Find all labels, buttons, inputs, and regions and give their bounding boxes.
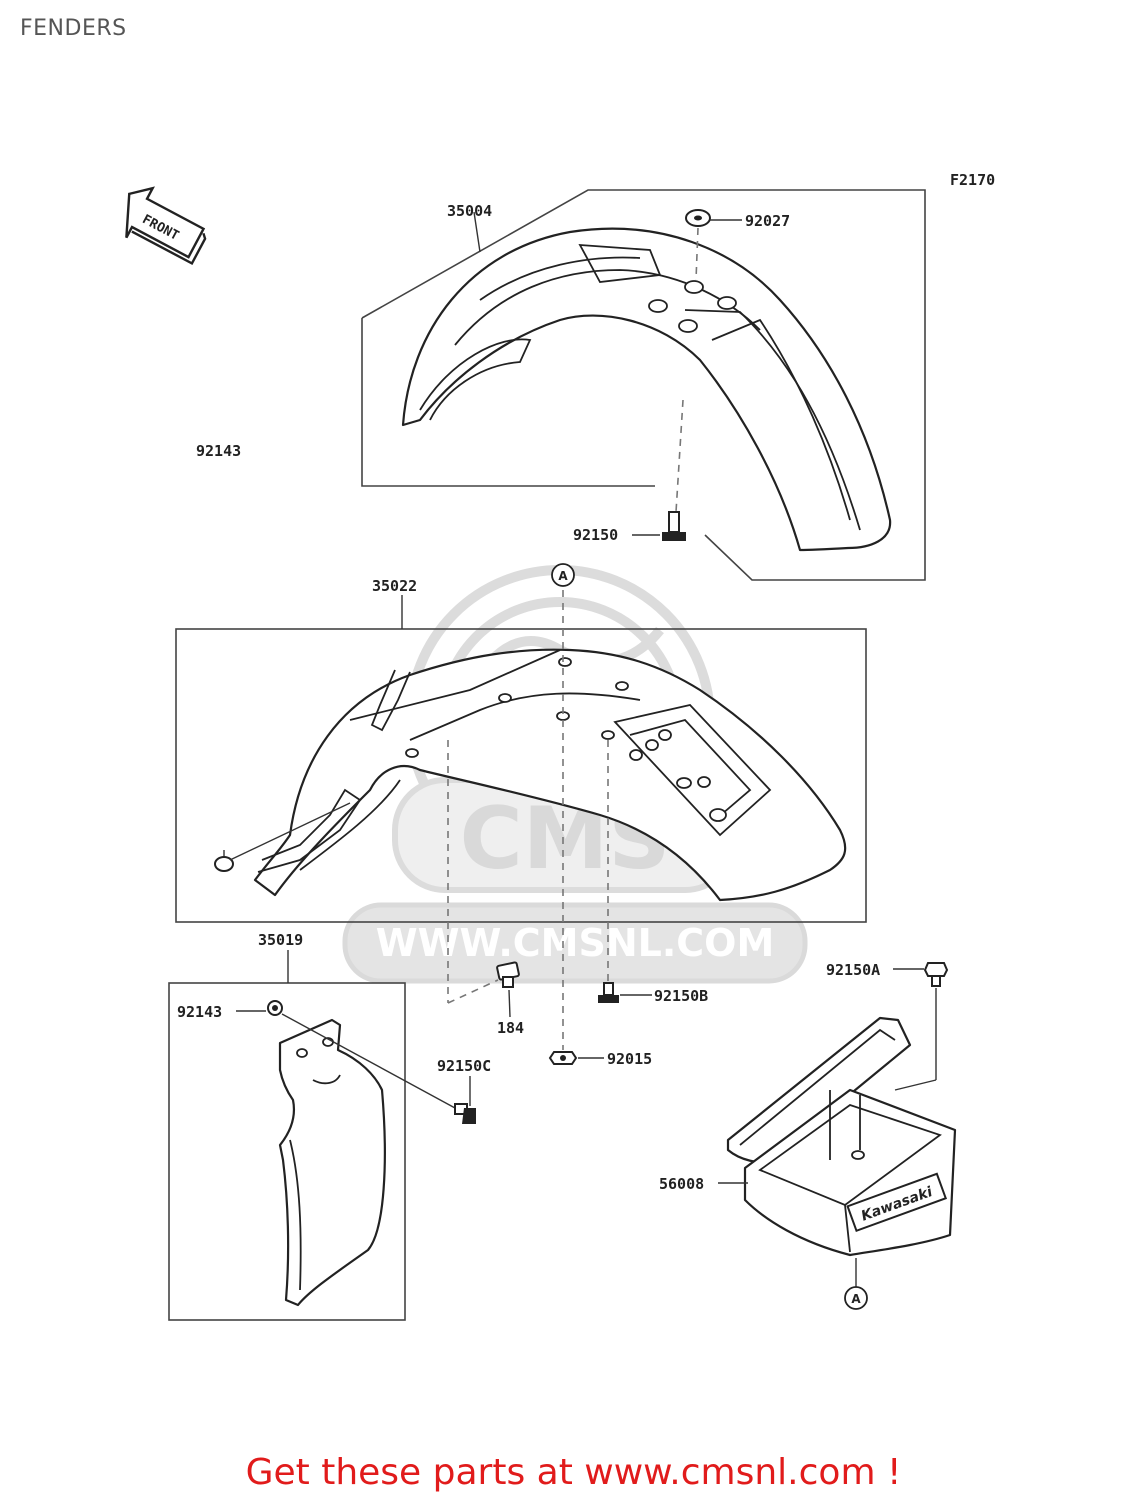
label-35004: 35004 xyxy=(447,202,492,220)
page-title: FENDERS xyxy=(20,16,127,41)
label-35022: 35022 xyxy=(372,577,417,595)
label-92150b: 92150B xyxy=(654,987,708,1005)
figure-code: F2170 xyxy=(950,171,995,189)
rear-fender-group: 35022 92143 xyxy=(175,442,867,923)
bolt-92150b-icon xyxy=(598,982,619,1003)
reference-marker-a-bottom: A xyxy=(844,1286,868,1310)
front-arrow-icon: FRONT xyxy=(125,186,207,266)
rear-fender-part xyxy=(253,648,847,902)
footer-parts-link[interactable]: Get these parts at www.cmsnl.com ! xyxy=(245,1452,902,1493)
front-fender-group: 92027 35004 92150 xyxy=(361,189,926,581)
tool-case-part: Kawasaki xyxy=(726,1016,957,1257)
nut-92015-icon xyxy=(548,1051,578,1065)
label-92143-flap: 92143 xyxy=(177,1003,222,1021)
bolt-184-icon xyxy=(496,961,520,988)
front-fender-part xyxy=(401,227,892,552)
flap-part xyxy=(278,1018,386,1307)
label-56008: 56008 xyxy=(659,1175,704,1193)
label-35019: 35019 xyxy=(258,931,303,949)
tool-case-group: 92150A Kawasaki 56008 A xyxy=(659,961,957,1310)
bolt-92150a-icon xyxy=(923,962,949,987)
reference-marker-a-top: A xyxy=(551,563,575,587)
bolt-92150-icon xyxy=(662,511,686,541)
watermark-url-bar xyxy=(342,902,808,984)
collar-92143-rear-icon xyxy=(214,856,234,872)
reference-marker-a-bottom-label: A xyxy=(851,1292,861,1306)
reference-marker-a-top-label: A xyxy=(558,569,568,583)
flap-group: 35019 92143 92150C xyxy=(168,931,491,1321)
label-92150: 92150 xyxy=(573,526,618,544)
label-92027: 92027 xyxy=(745,212,790,230)
bolt-92150c-icon xyxy=(454,1103,476,1124)
label-92015: 92015 xyxy=(607,1050,652,1068)
label-184: 184 xyxy=(497,1019,524,1037)
label-92150c: 92150C xyxy=(437,1057,491,1075)
label-92143-rear: 92143 xyxy=(196,442,241,460)
fenders-exploded-diagram: CMS WWW.CMSNL.COM F2170 FRONT xyxy=(125,171,995,1321)
watermark-url: WWW.CMSNL.COM xyxy=(376,921,775,965)
label-92150a: 92150A xyxy=(826,961,880,979)
